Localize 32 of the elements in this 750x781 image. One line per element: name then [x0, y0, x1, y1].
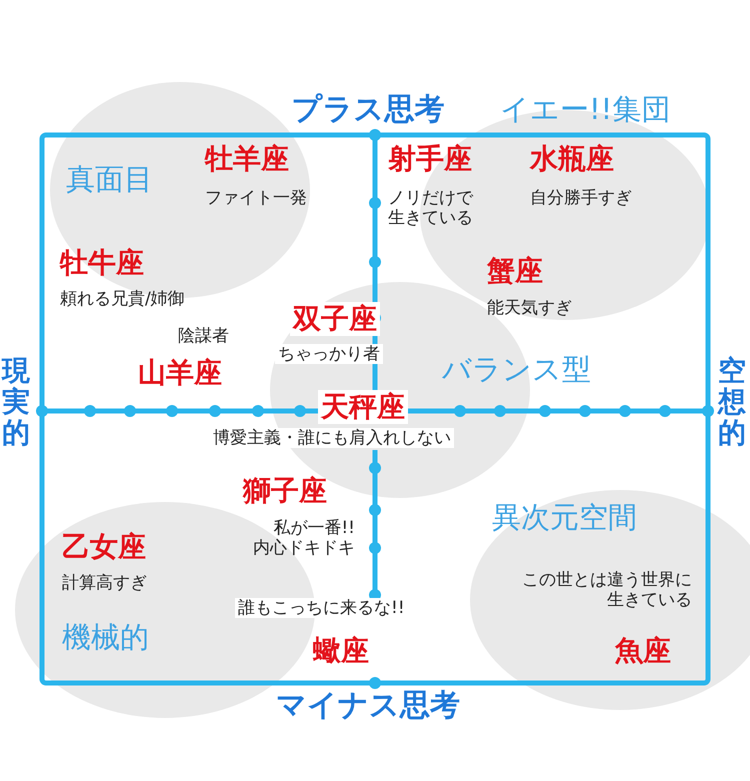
description-text: 能天気すぎ	[487, 298, 572, 318]
sign-name: 天秤座	[318, 390, 408, 424]
sign-name: 牡牛座	[60, 246, 144, 280]
description-text: 頼れる兄貴/姉御	[60, 289, 185, 310]
group-label: バランス型	[442, 352, 591, 387]
sign-name: 山羊座	[138, 356, 222, 390]
description-text: この世とは違う世界に生きている	[522, 570, 692, 611]
axis-label: 空想的	[718, 356, 746, 448]
description-text: 私が一番!!内心ドキドキ	[253, 518, 355, 559]
axis-label: プラス思考	[292, 92, 444, 128]
sign-name: 獅子座	[243, 474, 327, 508]
axis-label: 現実的	[2, 356, 30, 448]
group-label: イエー!!集団	[500, 92, 670, 127]
sign-name: 牡羊座	[205, 142, 289, 176]
description-text: ノリだけで生きている	[388, 188, 473, 229]
group-label: 真面目	[66, 162, 153, 197]
sign-name: 射手座	[388, 142, 472, 176]
description-text: 博愛主義・誰にも肩入れしない	[210, 428, 454, 448]
sign-name: 水瓶座	[530, 142, 614, 176]
axis-label: マイナス思考	[276, 688, 460, 724]
description-text: 陰謀者	[178, 326, 229, 346]
sign-name: 蟹座	[487, 254, 543, 288]
sign-name: 蠍座	[313, 634, 369, 668]
sign-name: 双子座	[290, 302, 380, 336]
sign-name: 魚座	[615, 634, 671, 668]
description-text: ファイト一発	[205, 188, 307, 208]
description-text: ちゃっかり者	[275, 344, 383, 364]
sign-name: 乙女座	[62, 530, 146, 564]
group-label: 機械的	[62, 620, 149, 655]
description-text: 計算高すぎ	[62, 573, 147, 594]
description-text: 自分勝手すぎ	[530, 188, 632, 208]
group-label: 異次元空間	[492, 500, 637, 535]
